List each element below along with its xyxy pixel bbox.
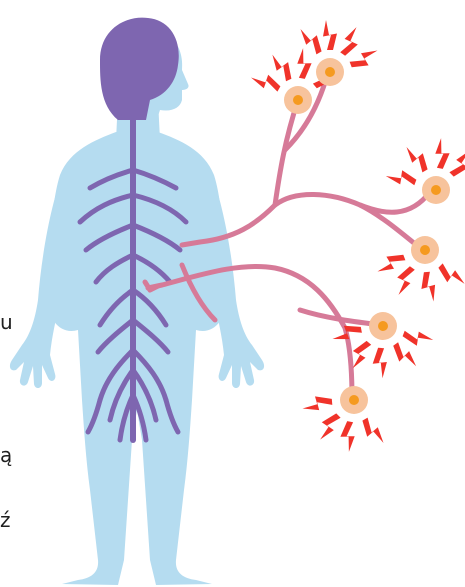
- pain-signal-bolt: [386, 170, 417, 185]
- pain-signal-bolt: [397, 266, 415, 295]
- pain-signal-bolt: [340, 27, 358, 56]
- left-arm: [10, 170, 70, 388]
- pain-signal-bolt: [320, 413, 341, 439]
- receptor-nucleus: [420, 245, 430, 255]
- pain-signal-bolt: [340, 421, 354, 452]
- pain-receptor: [378, 236, 465, 302]
- pain-signal-bolt: [303, 396, 333, 410]
- receptor-nucleus: [293, 95, 303, 105]
- pain-signal-bolt: [373, 348, 387, 379]
- pain-receptors: [251, 20, 465, 452]
- nerve-fiber: [275, 100, 298, 205]
- pain-signal-bolt: [272, 55, 291, 82]
- cropped-text-fragment: ź: [0, 510, 11, 530]
- receptor-nucleus: [378, 321, 388, 331]
- pain-signal-bolt: [362, 418, 383, 443]
- pain-receptor: [303, 386, 384, 452]
- torso: [48, 132, 226, 585]
- right-arm: [204, 170, 264, 388]
- pain-signal-bolt: [393, 342, 416, 366]
- pain-signal-bolt: [353, 341, 372, 369]
- pain-signal-bolt: [435, 138, 449, 169]
- pain-signal-bolt: [350, 51, 378, 68]
- cropped-text-fragment: ą: [0, 445, 12, 465]
- pain-receptor: [386, 138, 465, 204]
- pain-signal-bolt: [251, 75, 280, 92]
- pain-signal-bolt: [403, 331, 434, 346]
- cropped-text-fragment: u: [0, 312, 13, 332]
- receptor-nucleus: [325, 67, 335, 77]
- pain-signal-bolt: [323, 20, 337, 50]
- receptor-nucleus: [349, 395, 359, 405]
- pain-signal-bolt: [301, 29, 322, 54]
- receptor-nucleus: [431, 185, 441, 195]
- pain-signal-bolt: [421, 272, 435, 302]
- pain-receptor: [301, 20, 378, 86]
- pain-signal-bolt: [297, 48, 311, 79]
- pain-signal-bolt: [378, 255, 406, 272]
- pain-signal-bolt: [407, 147, 428, 172]
- human-body-silhouette: [10, 18, 264, 585]
- pain-signal-bolt: [438, 263, 464, 284]
- pain-signal-bolt: [449, 150, 465, 176]
